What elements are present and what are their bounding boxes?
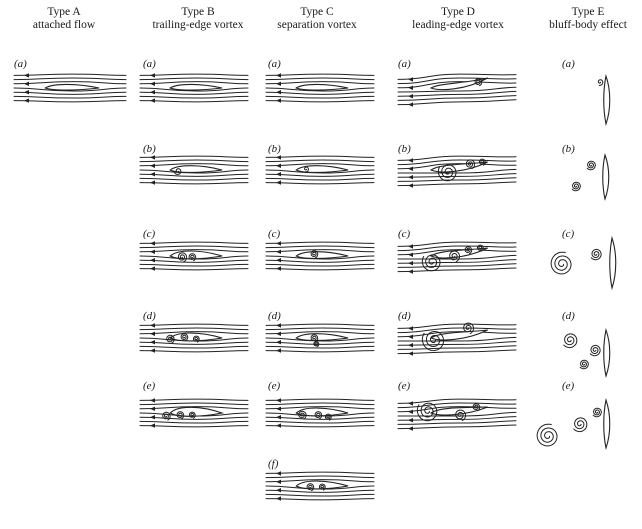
panel-c-e-streamlines xyxy=(266,398,374,428)
panel-d-c-streamlines xyxy=(398,242,516,274)
panel-d-e-streamlines xyxy=(398,399,516,431)
panel-e-b-body xyxy=(572,155,609,199)
panel-a-a-streamlines xyxy=(14,73,126,103)
panel-c-b-streamlines xyxy=(266,155,374,185)
panel-b-a-streamlines xyxy=(140,73,248,103)
panel-e-e-body xyxy=(537,400,610,448)
panel-b-c-streamlines xyxy=(140,241,248,271)
panel-c-f-streamlines xyxy=(266,471,374,501)
panel-b-b-streamlines xyxy=(140,155,248,185)
panel-e-a-body xyxy=(598,76,609,124)
panel-e-d-body xyxy=(564,330,610,376)
panel-c-d-streamlines xyxy=(266,323,374,353)
panel-c-a-streamlines xyxy=(266,73,374,103)
panel-b-e-streamlines xyxy=(140,398,248,428)
panel-e-c-body xyxy=(551,238,616,288)
panel-d-b-streamlines xyxy=(398,156,516,188)
panel-d-a-streamlines xyxy=(398,74,516,107)
panel-d-d-streamlines xyxy=(398,323,516,356)
panel-b-d-streamlines xyxy=(140,323,248,353)
panel-c-c-streamlines xyxy=(266,241,374,271)
